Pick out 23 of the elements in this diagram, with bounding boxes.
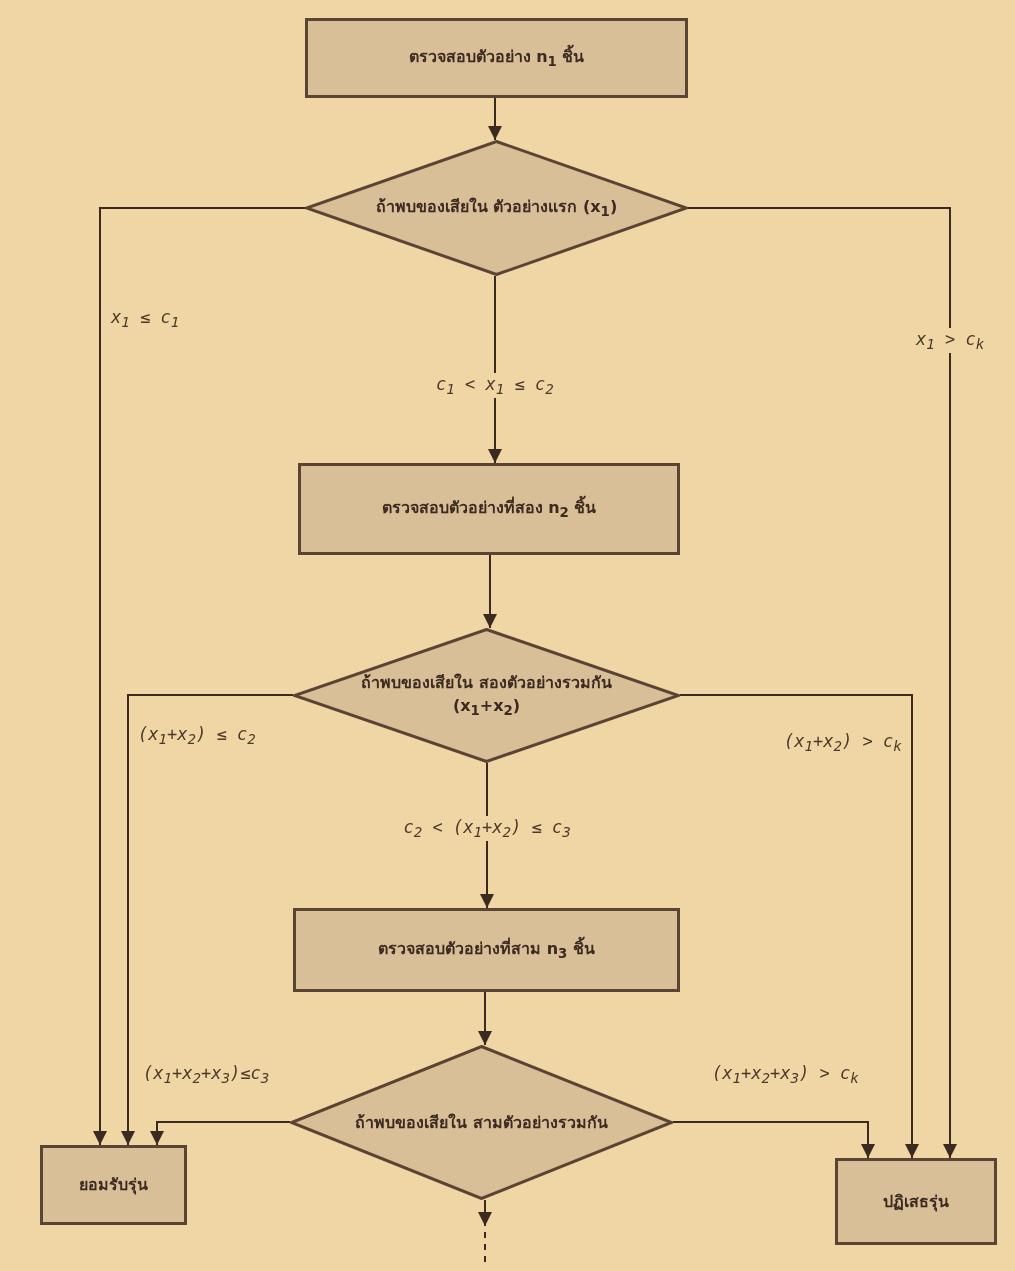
arrow bbox=[672, 1121, 875, 1159]
decision-text: ถ้าพบของเสียใน สองตัวอย่างรวมกัน (x$_{1}$+x$_{2}$) bbox=[360, 671, 613, 721]
box-text: ปฏิเสธรุ่น bbox=[883, 1190, 949, 1214]
arrow bbox=[687, 207, 957, 1159]
arrow bbox=[488, 97, 502, 141]
process-box bbox=[298, 463, 680, 555]
arrow bbox=[121, 694, 294, 1146]
arrow bbox=[150, 1121, 291, 1146]
process-box bbox=[305, 18, 688, 98]
arrow bbox=[93, 207, 306, 1146]
arrow bbox=[478, 991, 492, 1046]
decision-text: ถ้าพบของเสียใน สามตัวอย่างรวมกัน bbox=[354, 1111, 609, 1134]
process-box bbox=[293, 908, 680, 992]
box-text: ตรวจสอบตัวอย่างที่สาม n$_{3}$ ชิ้น bbox=[378, 936, 595, 963]
decision-text: ถ้าพบของเสียใน ตัวอย่างแรก (x$_{1}$) bbox=[374, 195, 619, 221]
process-box bbox=[40, 1145, 187, 1225]
box-text: ตรวจสอบตัวอย่างที่สอง n$_{2}$ ชิ้น bbox=[381, 495, 597, 522]
box-text: ยอมรับรุ่น bbox=[79, 1174, 148, 1197]
box-text: ตรวจสอบตัวอย่าง n$_{1}$ ชิ้น bbox=[408, 44, 585, 71]
arrow bbox=[483, 554, 497, 629]
arrow bbox=[679, 694, 919, 1159]
arrow bbox=[478, 1199, 492, 1227]
process-box bbox=[835, 1158, 997, 1245]
